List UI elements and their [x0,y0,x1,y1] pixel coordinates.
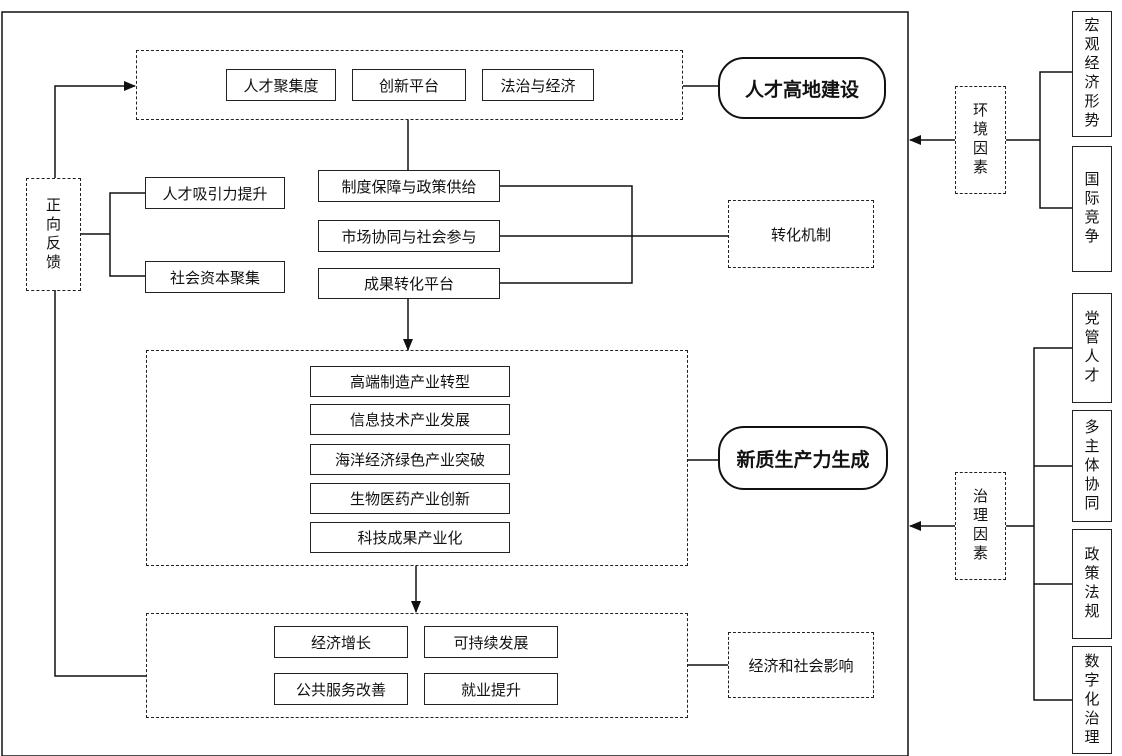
social-capital-box: 社会资本聚集 [145,261,285,293]
talent-concentration-box: 人才聚集度 [226,69,336,101]
outcomes-group [146,613,688,718]
talent-factors-group [136,50,683,120]
party-talent-box: 党管人才 [1072,293,1112,403]
env-factor-box: 环境因素 [955,86,1006,194]
feedback-bracket [109,192,145,277]
new-productivity-pill: 新质生产力生成 [718,426,888,490]
economic-growth-box: 经济增长 [274,626,408,658]
law-economy-box: 法治与经济 [482,69,594,101]
achievement-transform-box: 成果转化平台 [318,268,500,299]
feedback-bottom-line [54,290,146,677]
macro-economy-box: 宏观经济形势 [1072,11,1112,137]
high-end-manufacturing-box: 高端制造产业转型 [310,366,510,397]
talent-highland-pill: 人才高地建设 [718,57,886,119]
multi-subject-box: 多主体协同 [1072,410,1112,522]
outer-frame [1,11,909,756]
institution-policy-box: 制度保障与政策供给 [318,170,500,202]
positive-feedback-box: 正向反馈 [26,178,81,291]
market-society-box: 市场协同与社会参与 [318,220,500,252]
gov-bracket [1033,347,1072,701]
intl-competition-box: 国际竞争 [1072,146,1112,272]
mechanism-bracket [500,185,633,284]
env-bracket [1039,71,1072,209]
industries-group [146,350,688,566]
innovation-platform-box: 创新平台 [352,69,466,101]
public-service-box: 公共服务改善 [274,673,408,705]
feedback-up-arrow [54,81,136,178]
transform-mechanism-box: 转化机制 [728,200,874,268]
biomedicine-box: 生物医药产业创新 [310,483,510,514]
sustainable-development-box: 可持续发展 [424,626,558,658]
policy-regulation-box: 政策法规 [1072,529,1112,639]
employment-box: 就业提升 [424,673,558,705]
it-industry-box: 信息技术产业发展 [310,404,510,435]
talent-attraction-box: 人才吸引力提升 [145,177,285,209]
tech-industrialization-box: 科技成果产业化 [310,522,510,553]
econ-social-impact-box: 经济和社会影响 [728,632,874,698]
marine-green-box: 海洋经济绿色产业突破 [310,444,510,475]
digital-governance-box: 数字化治理 [1072,646,1112,754]
gov-factor-box: 治理因素 [955,472,1006,580]
